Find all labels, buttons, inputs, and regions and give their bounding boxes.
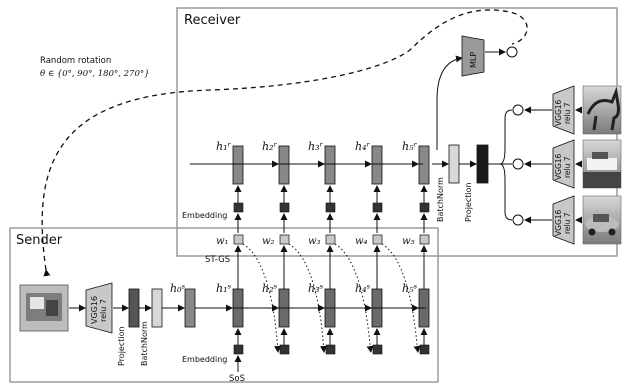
receiver-embedding-cell: [420, 203, 429, 212]
sender-embedding-cell: [373, 345, 382, 354]
receiver-hidden-cell: [325, 146, 335, 184]
token-cell: [420, 235, 429, 244]
token-label: w₅: [402, 236, 415, 247]
sender-hidden-label: h₄ˢ: [355, 282, 370, 295]
receiver-vgg-label-1: VGG16: [554, 153, 563, 180]
sender-projection-label: Projection: [117, 326, 126, 366]
receiver-hidden-label: h₂ʳ: [262, 140, 277, 153]
sender-hidden-label: h₀ˢ: [170, 282, 185, 295]
candidate-image-2: [583, 140, 621, 188]
receiver-hidden-cell: [279, 146, 289, 184]
receiver-hidden-label: h₁ʳ: [216, 140, 231, 153]
receiver-vgg-label-2: relu 7: [563, 156, 572, 178]
receiver-embedding-label: Embedding: [182, 211, 227, 220]
sender-title: Sender: [16, 233, 63, 248]
token-cell: [373, 235, 382, 244]
sender-hidden-label: h₁ˢ: [216, 282, 231, 295]
candidate-image-3: [583, 196, 621, 244]
receiver-projection-label: Projection: [464, 182, 473, 222]
sender-hidden-label: h₅ˢ: [402, 282, 417, 295]
receiver-vgg-label-1: VGG16: [554, 99, 563, 126]
proj-branch-bottom: [500, 164, 512, 220]
receiver-embedding-cell: [280, 203, 289, 212]
sender-embedding-cell: [280, 345, 289, 354]
rotation-formula: θ ∈ {0°, 90°, 180°, 270°}: [40, 69, 150, 79]
sender-embedding-cell: [420, 345, 429, 354]
token-cell: [280, 235, 289, 244]
receiver-vgg-label-2: relu 7: [563, 212, 572, 234]
dot-product-3: [513, 215, 523, 225]
receiver-projection-box: [477, 145, 488, 183]
candidate-image-1: [583, 86, 621, 134]
token-cell: [234, 235, 243, 244]
receiver-title: Receiver: [184, 13, 241, 28]
rotation-label: Random rotation: [40, 56, 111, 66]
receiver-vgg-label-1: VGG16: [554, 209, 563, 236]
receiver-batchnorm-box: [449, 145, 459, 183]
receiver-hidden-cell: [419, 146, 429, 184]
mlp-dot-product: [507, 47, 517, 57]
token-feedback-curve: [289, 244, 324, 352]
receiver-embedding-cell: [234, 203, 243, 212]
token-feedback-curve: [382, 244, 418, 352]
receiver-hidden-label: h₃ʳ: [308, 140, 323, 153]
token-feedback-curve: [243, 244, 278, 352]
sender-batchnorm-box: [152, 289, 162, 327]
sos-label: SoS: [229, 374, 245, 384]
sender-hidden-cell: [185, 289, 195, 327]
receiver-frame: [177, 8, 617, 256]
token-feedback-curve: [335, 244, 371, 352]
proj-branch-top: [488, 110, 512, 164]
rotation-dashed-path: [42, 10, 527, 270]
sender-vgg-label-1: VGG16: [90, 296, 99, 324]
token-label: w₃: [308, 236, 321, 247]
sender-projection-box: [129, 289, 139, 327]
stgs-label: ST-GS: [205, 255, 230, 265]
receiver-batchnorm-label: BatchNorm: [436, 177, 445, 222]
receiver-hidden-cell: [233, 146, 243, 184]
sender-embedding-label: Embedding: [182, 355, 227, 364]
cell-to-mlp-line: [437, 58, 462, 150]
sender-batchnorm-label: BatchNorm: [140, 321, 149, 366]
token-label: w₄: [355, 236, 368, 247]
receiver-hidden-label: h₅ʳ: [402, 140, 417, 153]
dot-product-1: [513, 105, 523, 115]
receiver-vgg-label-2: relu 7: [563, 102, 572, 124]
token-cell: [326, 235, 335, 244]
sender-vgg-label-2: relu 7: [99, 299, 108, 322]
receiver-embedding-cell: [373, 203, 382, 212]
receiver-hidden-cell: [372, 146, 382, 184]
dot-product-2: [513, 159, 523, 169]
receiver-embedding-cell: [326, 203, 335, 212]
sender-embedding-cell: [234, 345, 243, 354]
token-label: w₂: [262, 236, 275, 247]
receiver-hidden-label: h₄ʳ: [355, 140, 370, 153]
sender-embedding-cell: [326, 345, 335, 354]
sender-image: [20, 285, 68, 331]
mlp-label: MLP: [469, 52, 478, 68]
token-label: w₁: [216, 236, 229, 247]
